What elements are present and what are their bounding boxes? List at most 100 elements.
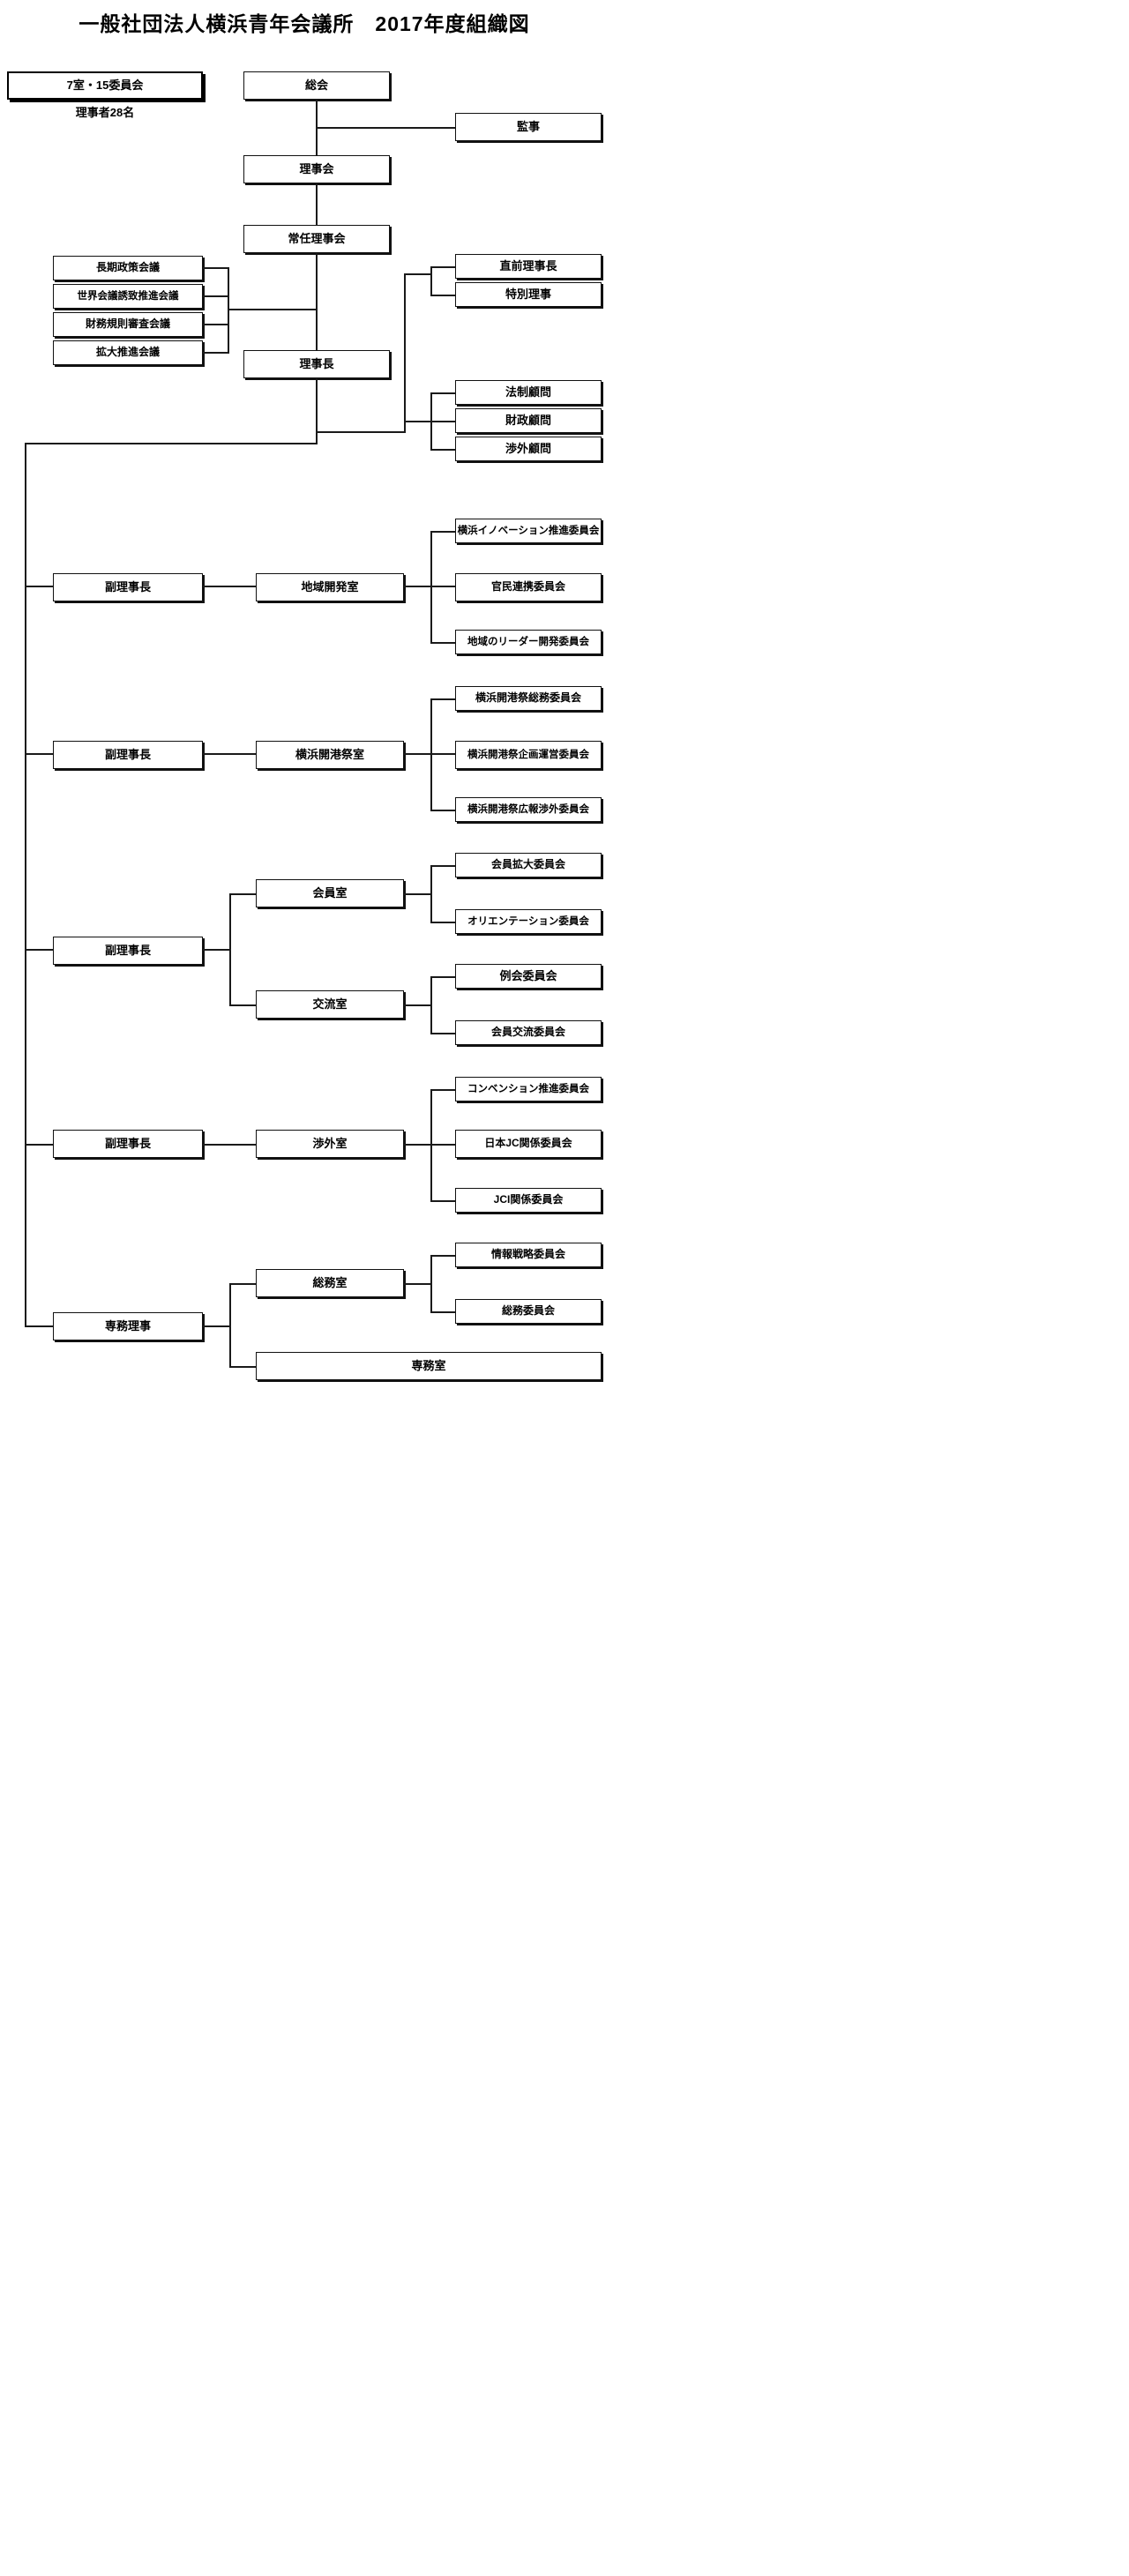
node-general-meeting[interactable]: 総会 <box>243 71 390 100</box>
node-room-4-1[interactable]: 専務室 <box>256 1352 602 1380</box>
node-committee-3-0-2[interactable]: JCI関係委員会 <box>455 1188 602 1213</box>
node-officer-0[interactable]: 副理事長 <box>53 573 203 601</box>
node-upper-advisor-1[interactable]: 特別理事 <box>455 282 602 307</box>
node-standing-board[interactable]: 常任理事会 <box>243 225 390 253</box>
node-conference-1[interactable]: 世界会議誘致推進会議 <box>53 284 203 309</box>
line-room-4-0-to-rail <box>404 1283 432 1285</box>
line-lower-advisor-1-stub <box>430 421 457 422</box>
line-main-vertical-bus <box>25 443 26 1325</box>
line-bus-to-officer-2 <box>25 949 53 951</box>
line-room-2-1-stub <box>229 1004 256 1006</box>
node-committee-0-0-1[interactable]: 官民連携委員会 <box>455 573 602 601</box>
node-room-1-0[interactable]: 横浜開港祭室 <box>256 741 404 769</box>
node-upper-advisor-0-label: 直前理事長 <box>499 258 557 273</box>
node-committee-0-0-2-label: 地域のリーダー開発委員会 <box>467 636 589 647</box>
node-conference-0[interactable]: 長期政策会議 <box>53 256 203 280</box>
node-officer-4[interactable]: 専務理事 <box>53 1312 203 1340</box>
line-committee-2-1-0-stub <box>430 976 455 978</box>
node-committee-4-0-0-label: 情報戦略委員会 <box>490 1248 565 1261</box>
node-room-4-0[interactable]: 総務室 <box>256 1269 404 1297</box>
node-conference-2[interactable]: 財務規則審査会議 <box>53 312 203 337</box>
line-room-2-1-to-rail <box>404 1004 432 1006</box>
node-committee-1-0-0[interactable]: 横浜開港祭総務委員会 <box>455 686 602 711</box>
node-room-2-1-label: 交流室 <box>312 997 348 1011</box>
node-room-0-0[interactable]: 地域開発室 <box>256 573 404 601</box>
node-committee-2-1-0-label: 例会委員会 <box>499 968 557 982</box>
node-committee-3-0-1[interactable]: 日本JC関係委員会 <box>455 1130 602 1158</box>
node-lower-advisor-0-label: 法制顧問 <box>505 385 551 399</box>
node-committee-0-0-0[interactable]: 横浜イノベーション推進委員会 <box>455 519 602 543</box>
node-lower-advisor-1[interactable]: 財政顧問 <box>455 408 602 433</box>
node-committee-3-0-1-label: 日本JC関係委員会 <box>484 1137 572 1150</box>
node-conference-3-label: 拡大推進会議 <box>95 346 160 359</box>
node-standing-board-label: 常任理事会 <box>288 231 346 245</box>
node-general-meeting-label: 総会 <box>304 78 328 92</box>
line-room-2-1-rail <box>430 976 432 1033</box>
line-committee-3-0-0-stub <box>430 1089 455 1091</box>
node-committee-2-1-1[interactable]: 会員交流委員会 <box>455 1020 602 1045</box>
node-officer-1[interactable]: 副理事長 <box>53 741 203 769</box>
node-room-1-0-label: 横浜開港祭室 <box>295 747 364 761</box>
line-conf3-stub <box>203 352 229 354</box>
page-title: 一般社団法人横浜青年会議所 2017年度組織図 <box>79 12 530 35</box>
line-bus-to-officer-0 <box>25 586 53 587</box>
line-rail-to-lower-advisors <box>404 421 432 422</box>
node-lower-advisor-0[interactable]: 法制顧問 <box>455 380 602 405</box>
node-conference-0-label: 長期政策会議 <box>95 261 160 274</box>
line-president-down <box>316 378 318 444</box>
node-committee-4-0-1[interactable]: 総務委員会 <box>455 1299 602 1324</box>
node-committee-0-0-2[interactable]: 地域のリーダー開発委員会 <box>455 630 602 654</box>
node-president[interactable]: 理事長 <box>243 350 390 378</box>
node-committee-2-1-0[interactable]: 例会委員会 <box>455 964 602 989</box>
node-committee-4-0-1-label: 総務委員会 <box>501 1304 555 1318</box>
node-officer-4-label: 専務理事 <box>104 1318 151 1333</box>
node-room-2-1[interactable]: 交流室 <box>256 990 404 1019</box>
line-conf0-stub <box>203 267 229 269</box>
node-conference-3[interactable]: 拡大推進会議 <box>53 340 203 365</box>
node-officer-1-label: 副理事長 <box>104 747 151 761</box>
node-auditor[interactable]: 監事 <box>455 113 602 141</box>
line-upper-advisors-rail <box>430 266 432 295</box>
line-room-2-0-stub <box>229 893 256 895</box>
node-room-0-0-label: 地域開発室 <box>301 579 359 594</box>
summary-directors-count-label: 理事者28名 <box>75 106 135 119</box>
line-officer-3-to-room-0 <box>203 1144 256 1146</box>
node-committee-2-0-0[interactable]: 会員拡大委員会 <box>455 853 602 877</box>
line-standing-to-president <box>316 253 318 351</box>
node-committee-2-0-1[interactable]: オリエンテーション委員会 <box>455 909 602 934</box>
line-lower-advisor-2-stub <box>430 449 457 451</box>
line-officer-2-room-rail <box>229 893 231 1005</box>
node-room-3-0[interactable]: 渉外室 <box>256 1130 404 1158</box>
node-room-2-0[interactable]: 会員室 <box>256 879 404 907</box>
node-committee-0-0-1-label: 官民連携委員会 <box>490 580 565 594</box>
line-conf-to-spine <box>228 309 318 310</box>
line-committee-2-0-1-stub <box>430 922 455 923</box>
line-committee-3-0-2-stub <box>430 1200 455 1202</box>
node-conference-1-label: 世界会議誘致推進会議 <box>77 290 179 302</box>
node-officer-2[interactable]: 副理事長 <box>53 937 203 965</box>
node-committee-1-0-2[interactable]: 横浜開港祭広報渉外委員会 <box>455 797 602 822</box>
node-committee-3-0-2-label: JCI関係委員会 <box>493 1193 564 1206</box>
summary-rooms-committees-label: 7室・15委員会 <box>66 78 144 92</box>
node-lower-advisor-2-label: 渉外顧問 <box>505 441 551 455</box>
line-room-2-0-to-rail <box>404 893 432 895</box>
line-officer-4-room-rail <box>229 1283 231 1367</box>
node-lower-advisor-2[interactable]: 渉外顧問 <box>455 437 602 461</box>
line-committee-0-0-0-stub <box>430 531 455 533</box>
node-officer-3[interactable]: 副理事長 <box>53 1130 203 1158</box>
line-committee-3-0-1-stub <box>430 1144 455 1146</box>
line-lower-advisor-0-stub <box>430 392 457 394</box>
node-board-of-directors[interactable]: 理事会 <box>243 155 390 183</box>
node-room-2-0-label: 会員室 <box>312 885 348 900</box>
node-officer-3-label: 副理事長 <box>104 1136 151 1150</box>
node-upper-advisor-0[interactable]: 直前理事長 <box>455 254 602 279</box>
line-general-to-auditor <box>316 127 455 129</box>
line-conf1-stub <box>203 295 229 297</box>
line-room-4-0-rail <box>430 1255 432 1311</box>
node-room-4-0-label: 総務室 <box>312 1275 348 1289</box>
node-room-4-1-label: 専務室 <box>411 1358 446 1372</box>
line-room-3-0-to-rail <box>404 1144 432 1146</box>
node-committee-3-0-0[interactable]: コンベンション推進委員会 <box>455 1077 602 1101</box>
node-committee-4-0-0[interactable]: 情報戦略委員会 <box>455 1243 602 1267</box>
node-committee-1-0-1[interactable]: 横浜開港祭企画運営委員会 <box>455 741 602 769</box>
